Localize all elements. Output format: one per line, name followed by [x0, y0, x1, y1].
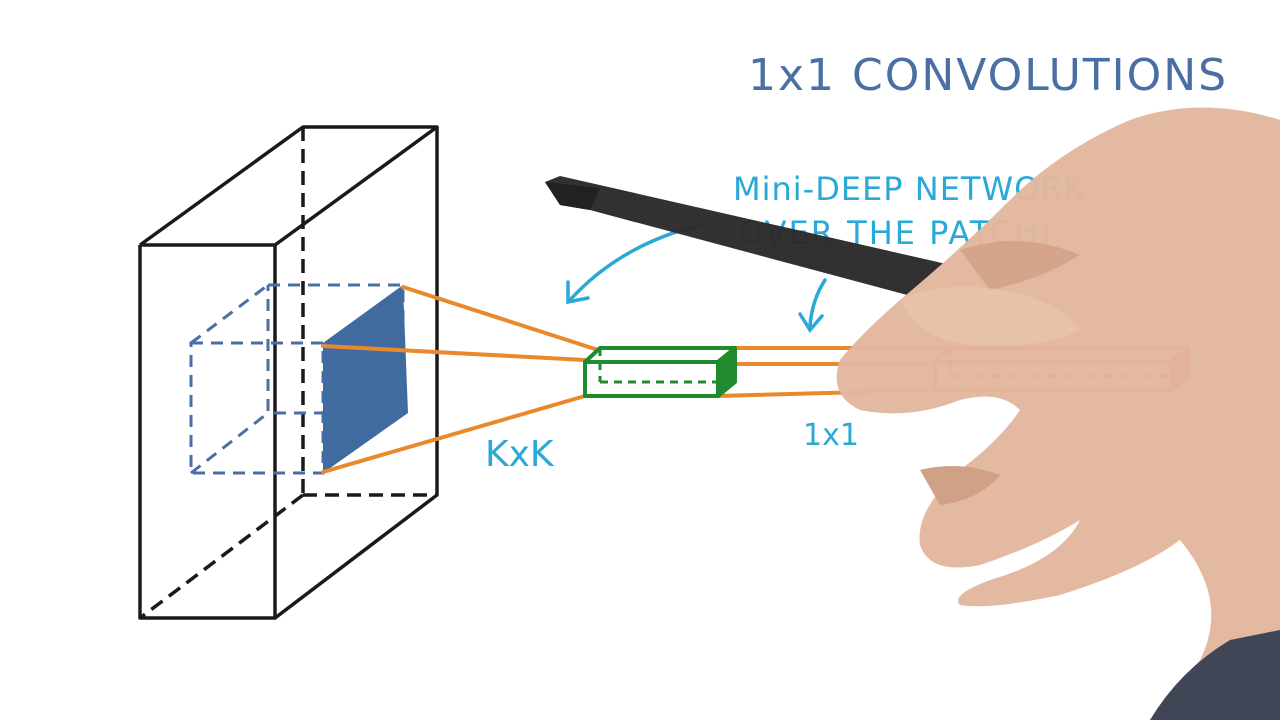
label-1x1: 1x1	[803, 418, 859, 453]
input-volume	[138, 125, 439, 620]
hand-palm	[836, 107, 1280, 720]
green-prism-front	[583, 360, 720, 398]
green-prism-side	[716, 346, 737, 398]
arrow-to-green-prism	[568, 223, 702, 302]
volume-hidden-edge-diagonal	[138, 493, 305, 620]
patch-connectors	[321, 285, 600, 474]
finger-shadow	[920, 466, 1000, 505]
arrow-to-connectors-head	[798, 312, 824, 333]
volume-front-face	[138, 243, 277, 620]
connector-middle	[321, 344, 587, 362]
green-prism	[583, 346, 737, 398]
pen-tip	[545, 182, 600, 210]
hand-illustration	[545, 107, 1280, 720]
sleeve	[1150, 630, 1280, 720]
finger-index	[900, 286, 1080, 346]
patch-face	[323, 285, 408, 473]
patch-front	[189, 341, 325, 475]
arrow-to-green-prism-head	[566, 280, 590, 305]
volume-top-face	[138, 125, 439, 247]
green-prism-top	[583, 346, 737, 364]
label-kxk: KxK	[485, 434, 555, 475]
connector-top	[401, 285, 600, 352]
patch-edge-bottom-left	[190, 411, 269, 475]
connector-bottom	[321, 394, 587, 474]
patch-edge-top-left	[190, 283, 269, 345]
diagram-title: 1x1 CONVOLUTIONS	[748, 50, 1228, 101]
hand-knuckle-shade	[960, 241, 1080, 290]
arrow-to-connectors	[808, 278, 827, 328]
